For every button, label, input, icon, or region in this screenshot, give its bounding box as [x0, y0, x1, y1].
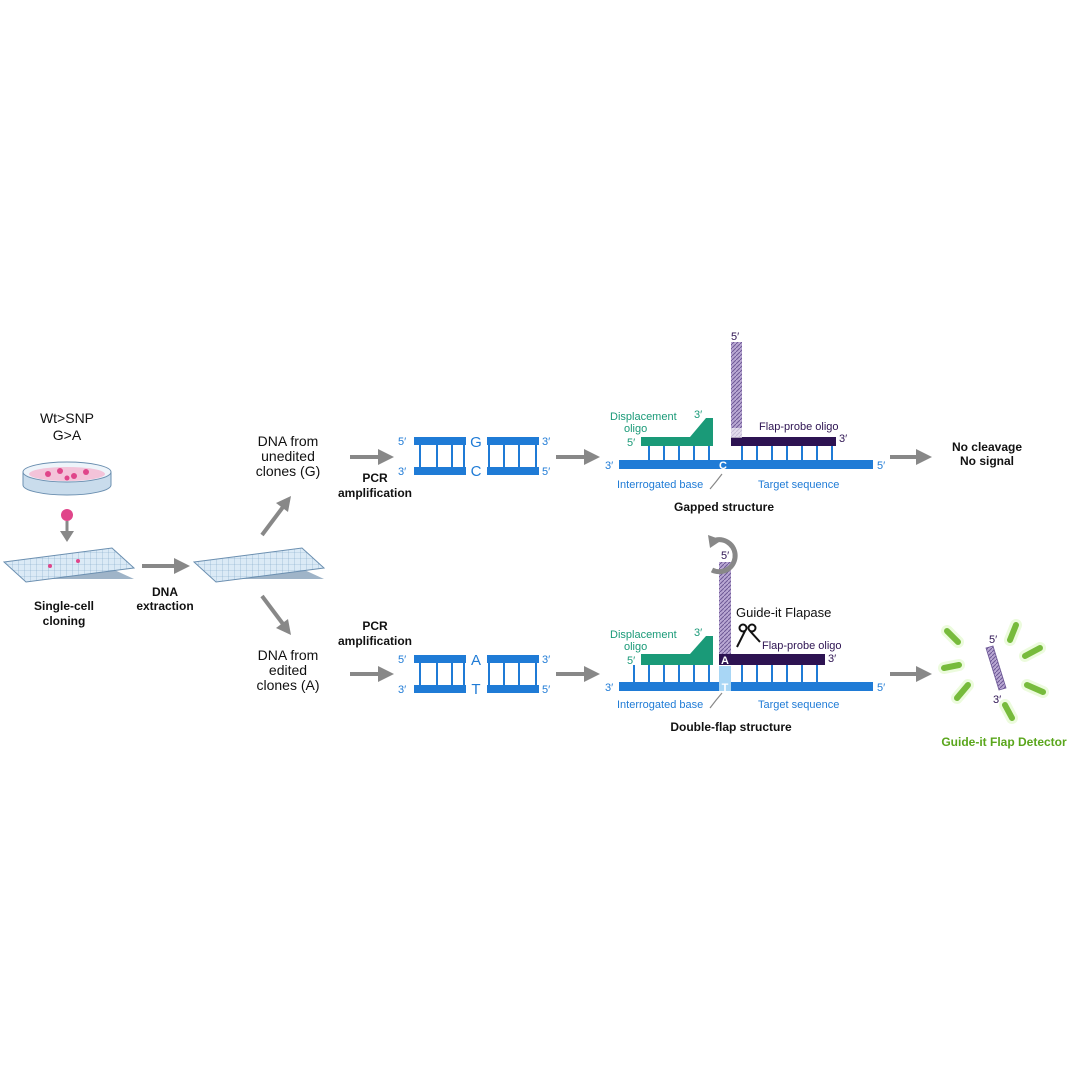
cleaved-flap-fragment	[985, 645, 1007, 691]
dna-duplex-unedited	[414, 437, 539, 475]
flap-5-prime: 5′	[721, 550, 729, 562]
flap-detector-signal	[938, 619, 1049, 724]
unedited-source-line2: unedited	[261, 448, 315, 464]
pcr-label-line2: amplification	[338, 486, 412, 500]
target-sequence-label: Target sequence	[758, 479, 839, 491]
result-no-cleavage: No cleavage	[952, 440, 1022, 454]
flap-5-prime: 5′	[731, 331, 739, 343]
duplex-top-5-prime: 5′	[398, 436, 406, 448]
interrogated-base-label: Interrogated base	[617, 479, 703, 491]
duplex-top-5-prime: 5′	[398, 654, 406, 666]
interrogated-base-label: Interrogated base	[617, 699, 703, 711]
displacement-oligo-label-line2: oligo	[624, 423, 647, 435]
arrow-icon	[350, 666, 394, 682]
target-5-prime: 5′	[877, 682, 885, 694]
scissors-icon	[736, 623, 761, 648]
flap-detector-label: Guide-it Flap Detector	[941, 735, 1067, 749]
unedited-source-line3: clones (G)	[256, 463, 321, 479]
arrow-icon	[142, 558, 190, 574]
probe-3-prime: 3′	[828, 653, 836, 665]
flap-probe-oligo	[731, 437, 836, 446]
target-sequence-label: Target sequence	[758, 699, 839, 711]
pcr-label-line1: PCR	[362, 471, 388, 485]
flap-probe-oligo	[719, 654, 825, 665]
arrow-icon	[350, 449, 394, 465]
fragment-3-prime: 3′	[993, 694, 1001, 706]
pointer-arrow-icon	[709, 692, 723, 709]
pointer-arrow-icon	[709, 473, 723, 490]
unedited-source-line1: DNA from	[258, 433, 319, 449]
arrow-up-icon	[260, 496, 291, 537]
duplex-bottom-5-prime: 5′	[542, 684, 550, 696]
edited-source-line2: edited	[269, 662, 307, 678]
gapped-structure	[619, 342, 873, 469]
duplex-top-3-prime: 3′	[542, 436, 550, 448]
probe-base: A	[721, 655, 729, 667]
single-cell-cloning-label-line1: Single-cell	[34, 599, 94, 613]
displacement-oligo	[641, 437, 713, 446]
fragment-5-prime: 5′	[989, 634, 997, 646]
target-strand	[619, 682, 873, 691]
duplex-top-3-prime: 3′	[542, 654, 550, 666]
displacement-3-prime: 3′	[694, 409, 702, 421]
rotate-arrow-icon	[708, 535, 738, 575]
snp-title-line1: Wt>SNP	[40, 410, 94, 426]
target-3-prime: 3′	[605, 682, 613, 694]
displacement-3-prime: 3′	[694, 627, 702, 639]
pcr-label-line1: PCR	[362, 619, 388, 633]
displacement-oligo-label-line1: Displacement	[610, 629, 677, 641]
target-strand	[619, 460, 873, 469]
colony-pick-icon	[60, 509, 74, 542]
well-plate-icon	[2, 547, 136, 583]
snp-title-line2: G>A	[53, 427, 82, 443]
result-no-signal: No signal	[960, 454, 1014, 468]
flap-strand	[731, 342, 742, 446]
flap-probe-label: Flap-probe oligo	[762, 640, 842, 652]
arrow-icon	[556, 666, 600, 682]
target-3-prime: 3′	[605, 460, 613, 472]
duplex-top-base: A	[471, 652, 481, 669]
probe-3-prime: 3′	[839, 433, 847, 445]
flap-strand	[719, 562, 731, 665]
duplex-bottom-5-prime: 5′	[542, 466, 550, 478]
displacement-oligo	[641, 654, 713, 665]
displacement-oligo-label-line2: oligo	[624, 641, 647, 653]
duplex-top-base: G	[470, 434, 482, 451]
dna-duplex-edited	[414, 655, 539, 693]
duplex-bottom-base: T	[471, 681, 480, 698]
gapped-structure-caption: Gapped structure	[674, 500, 774, 514]
arrow-down-icon	[260, 594, 291, 635]
target-interrogated-base: T	[722, 682, 729, 694]
edited-source-line3: clones (A)	[256, 677, 319, 693]
flap-probe-label: Flap-probe oligo	[759, 421, 839, 433]
arrow-icon	[890, 449, 932, 465]
pcr-label-line2: amplification	[338, 634, 412, 648]
well-plate-icon	[192, 547, 326, 583]
petri-dish-icon	[22, 461, 112, 496]
arrow-icon	[556, 449, 600, 465]
dna-extraction-label-line1: DNA	[152, 585, 178, 599]
flapase-enzyme-label: Guide-it Flapase	[736, 605, 831, 620]
displacement-oligo-label-line1: Displacement	[610, 411, 677, 423]
duplex-bottom-base: C	[471, 463, 482, 480]
arrow-icon	[890, 666, 932, 682]
duplex-bottom-3-prime: 3′	[398, 466, 406, 478]
dna-extraction-label-line2: extraction	[136, 599, 193, 613]
double-flap-structure-caption: Double-flap structure	[670, 720, 792, 734]
duplex-bottom-3-prime: 3′	[398, 684, 406, 696]
edited-source-line1: DNA from	[258, 647, 319, 663]
double-flap-structure	[619, 562, 873, 691]
displacement-5-prime: 5′	[627, 655, 635, 667]
target-5-prime: 5′	[877, 460, 885, 472]
target-interrogated-base: C	[719, 460, 727, 472]
single-cell-cloning-label-line2: cloning	[43, 614, 86, 628]
displacement-5-prime: 5′	[627, 437, 635, 449]
